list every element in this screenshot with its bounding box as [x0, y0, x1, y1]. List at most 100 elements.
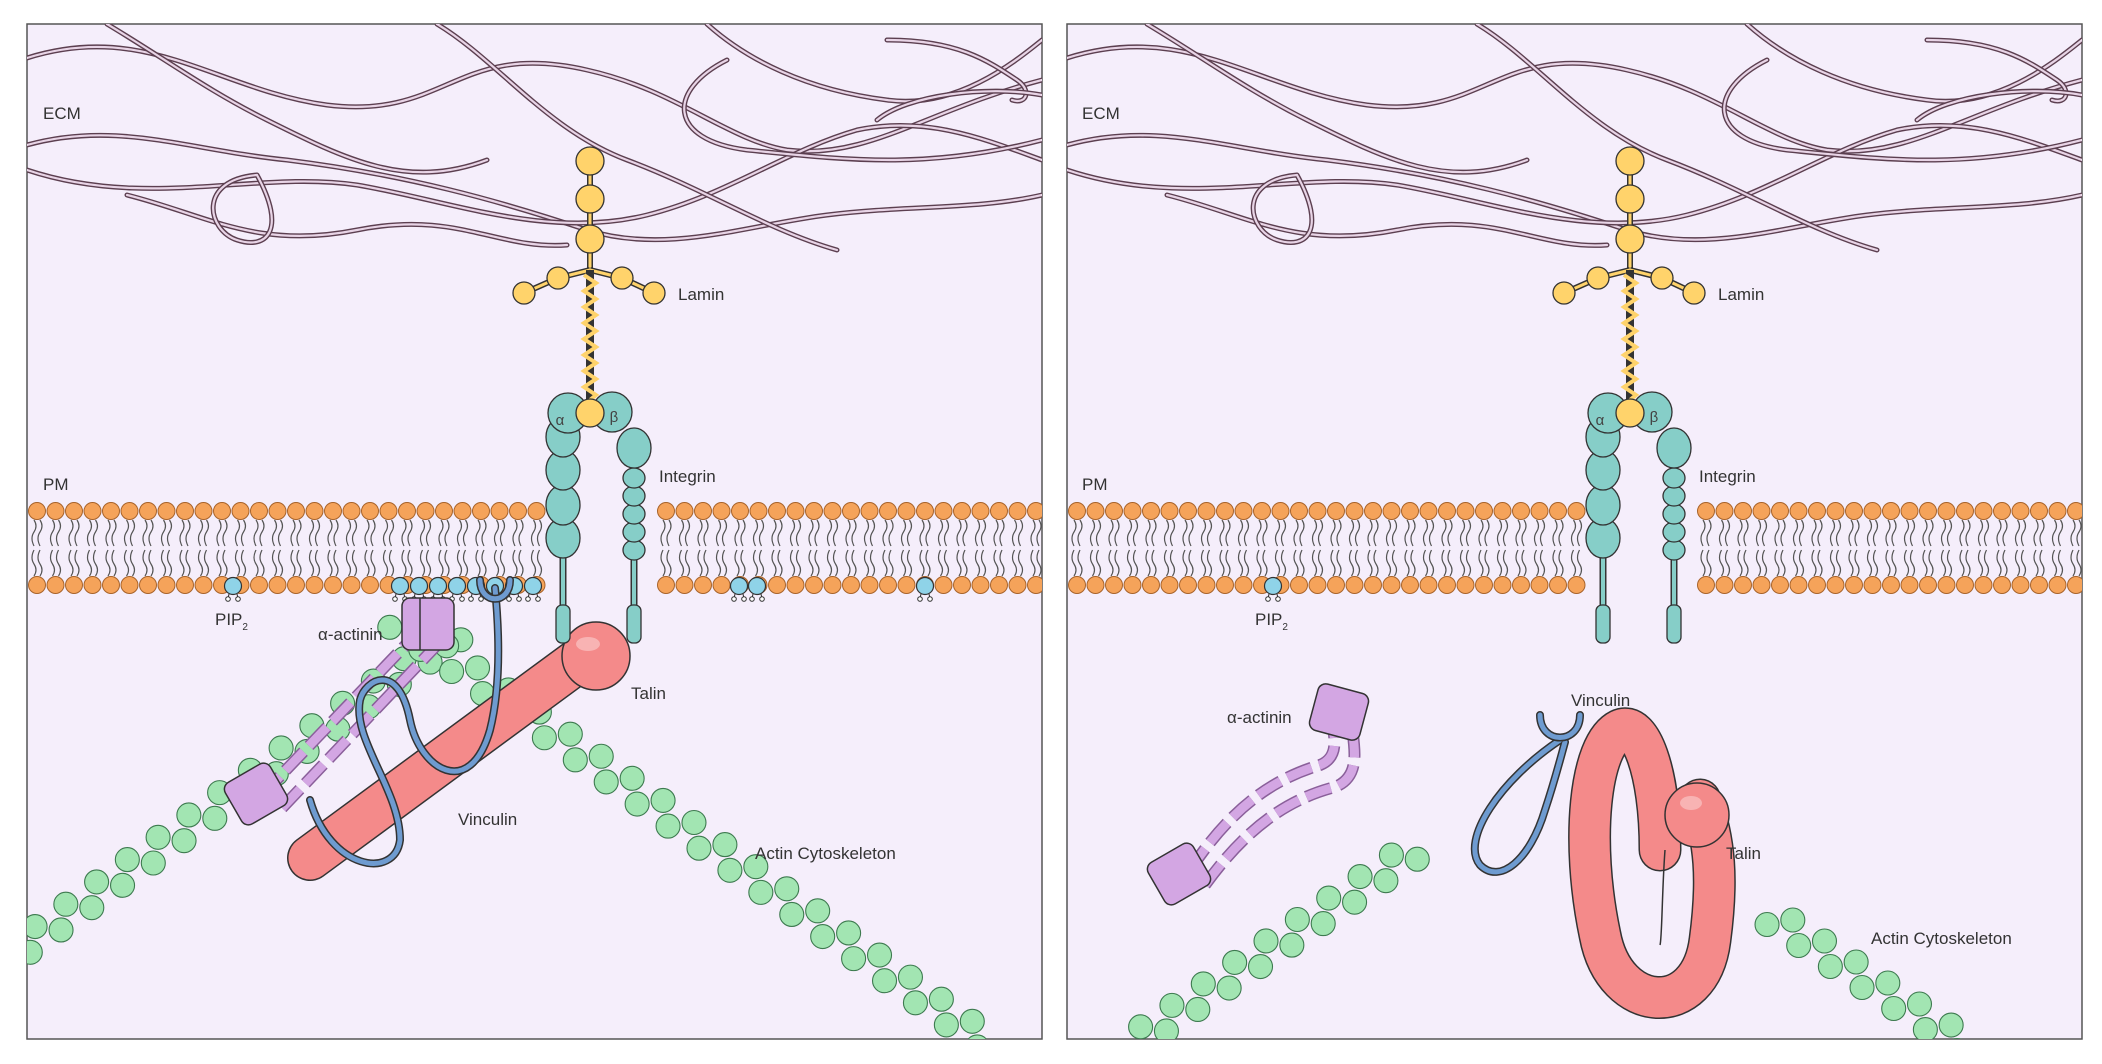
lipid-head	[176, 576, 194, 594]
lipid-tail	[31, 519, 37, 547]
lipid-tail	[382, 519, 389, 547]
lipid-head	[1290, 576, 1308, 594]
lipid-head	[1475, 576, 1493, 594]
lipid-tail	[851, 549, 857, 577]
lipid-tail	[808, 549, 814, 577]
lipid-head	[83, 576, 102, 594]
actin-monomer	[1780, 907, 1806, 933]
lipid-tail	[1336, 549, 1342, 577]
lipid-tail	[1108, 549, 1114, 577]
lipid-head	[823, 502, 842, 520]
lipid-head	[1123, 576, 1142, 594]
lipid-head	[1993, 502, 2011, 520]
lipid-tail	[1459, 519, 1466, 547]
lipid-tail	[1570, 549, 1577, 577]
lipid-tail	[1095, 519, 1102, 547]
lipid-tail	[937, 549, 944, 577]
lipid-tail	[1872, 519, 1879, 547]
lipid-head	[805, 576, 823, 594]
lipid-tail	[900, 549, 907, 577]
integrin: α β	[1585, 391, 1692, 644]
lamin-label: Lamin	[1718, 285, 1764, 304]
lipid-tail	[1145, 549, 1151, 577]
lipid-head	[398, 502, 416, 520]
lipid-tail	[1280, 519, 1287, 547]
lipid-tail	[1114, 519, 1120, 547]
lipid-tail	[1903, 519, 1910, 547]
actin-monomer	[171, 828, 197, 854]
actin-monomer	[27, 939, 43, 965]
lipid-tail	[1017, 549, 1024, 577]
lipid-tail	[882, 519, 888, 547]
lipid-head	[1974, 576, 1993, 594]
integrin-beta-label: β	[1650, 409, 1659, 426]
lipid-tail	[1225, 519, 1231, 547]
lipid-tail	[499, 519, 506, 547]
lipid-head	[1179, 502, 1197, 520]
lipid-head	[1008, 576, 1027, 594]
actin-monomer	[114, 847, 140, 873]
lipid-tail	[475, 519, 481, 547]
lipid-head	[1937, 502, 1956, 520]
ecm-fiber-core	[27, 124, 1042, 225]
lipid-tail	[1866, 549, 1873, 577]
lipid-tail	[1182, 549, 1188, 577]
lipid-head	[120, 576, 139, 594]
lipid-tail	[1774, 549, 1780, 577]
lipid-head	[2067, 502, 2082, 520]
lipid-tail	[407, 549, 413, 577]
actin-monomer	[619, 765, 645, 791]
pip2-phosphate	[478, 596, 484, 602]
lipid-tail	[370, 519, 376, 547]
lipid-head	[1027, 502, 1042, 520]
lipid-head	[1771, 502, 1789, 520]
lipid-tail	[518, 549, 524, 577]
lipid-head	[102, 576, 120, 594]
lipid-tail	[1761, 519, 1768, 547]
lipid-head	[1789, 576, 1808, 594]
lipid-tail	[444, 549, 450, 577]
pip2-phosphate	[506, 596, 512, 602]
lipid-tail	[1576, 519, 1583, 547]
lipid-tail	[1792, 519, 1799, 547]
lipid-tail	[845, 549, 851, 577]
lipid-head	[1475, 502, 1493, 520]
lipid-tail	[123, 549, 130, 577]
actin-monomer	[712, 832, 738, 858]
lipid-head	[250, 576, 268, 594]
lipid-tail	[1017, 519, 1024, 547]
lipid-tail	[1330, 519, 1336, 547]
lipid-tail	[1293, 549, 1299, 577]
actin-monomer	[1216, 975, 1242, 1001]
actin-filament	[1128, 842, 1430, 1039]
lipid-head	[213, 502, 231, 520]
lipid-head	[527, 502, 546, 520]
lipid-head	[1234, 502, 1253, 520]
lipid-head	[1697, 576, 1715, 594]
lipid-tail	[1465, 549, 1472, 577]
lipid-tail	[1163, 519, 1170, 547]
lipid-head	[1160, 576, 1179, 594]
actin-monomer	[1185, 996, 1211, 1023]
pip2-label: PIP2	[215, 610, 248, 633]
lipid-head	[1752, 576, 1771, 594]
lipid-tail	[1755, 549, 1762, 577]
lipid-tail	[660, 549, 666, 577]
lipid-tail	[1089, 549, 1096, 577]
lipid-tail	[703, 519, 709, 547]
lipid-tail	[1940, 549, 1947, 577]
lipid-tail	[1200, 519, 1207, 547]
lipid-tail	[1169, 519, 1176, 547]
lipid-head	[749, 502, 768, 520]
lipid-tail	[240, 519, 247, 547]
ecm-fiber-core	[1145, 24, 1529, 174]
actin-monomer	[1881, 995, 1907, 1022]
lipid-tail	[1447, 549, 1453, 577]
lipid-tail	[1724, 549, 1731, 577]
lipid-tail	[1188, 549, 1194, 577]
lipid-tail	[259, 519, 265, 547]
lipid-tail	[49, 549, 56, 577]
lipid-tail	[1521, 549, 1527, 577]
lipid-tail	[536, 549, 543, 577]
lipid-tail	[253, 549, 259, 577]
